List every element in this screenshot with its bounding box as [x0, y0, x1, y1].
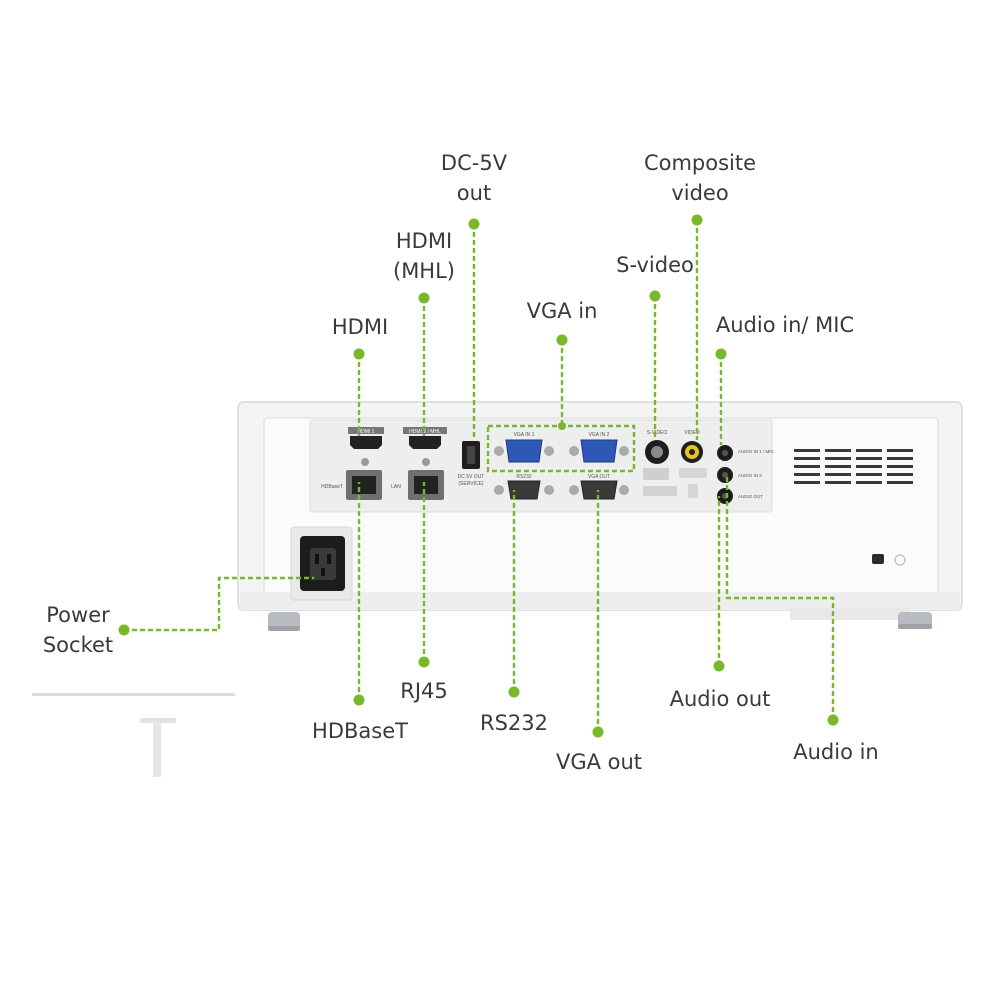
- stand-fragment: [32, 693, 235, 777]
- rs232-port: RS232: [494, 474, 554, 500]
- label-s-video: S-video: [616, 253, 694, 277]
- leader-dots: [118, 214, 839, 738]
- vent-slot: [856, 473, 882, 476]
- svg-text:VIDEO: VIDEO: [684, 430, 700, 436]
- vent-slot: [794, 473, 820, 476]
- vent-slot: [825, 481, 851, 484]
- hdmi-1-port: HDMI 1: [348, 427, 384, 449]
- vent-slot: [825, 457, 851, 460]
- vent-slot: [794, 465, 820, 468]
- vent-slot: [794, 481, 820, 484]
- label-vga-out: VGA out: [555, 750, 643, 774]
- lan-port: LAN: [391, 458, 444, 500]
- label-rj45: RJ45: [400, 679, 448, 703]
- label-audio-out: Audio out: [669, 687, 771, 711]
- svg-text:RS232: RS232: [516, 474, 532, 480]
- label-vga-in: VGA in: [526, 299, 598, 323]
- vent-slot: [825, 449, 851, 452]
- vent-slot: [825, 465, 851, 468]
- vent-slot: [887, 481, 913, 484]
- vent-slot: [856, 449, 882, 452]
- svg-text:VGA IN 2: VGA IN 2: [589, 432, 610, 438]
- composite-video-port: VIDEO: [681, 430, 703, 463]
- svg-text:HDMI 1: HDMI 1: [358, 429, 375, 435]
- label-audio-in: Audio in: [793, 740, 879, 764]
- vent-slot: [794, 449, 820, 452]
- vent-slot: [887, 457, 913, 460]
- label-hdmi: HDMI: [331, 315, 389, 339]
- svg-text:AUDIO IN 2: AUDIO IN 2: [738, 473, 762, 478]
- label-rs232: RS232: [479, 711, 548, 735]
- label-hdbaset: HDBaseT: [312, 719, 408, 743]
- vga-in-2-port: VGA IN 2: [569, 432, 629, 463]
- svg-text:AUDIO IN 1 / MIC: AUDIO IN 1 / MIC: [738, 449, 775, 454]
- label-hdmi-mhl: HDMI(MHL): [393, 229, 455, 283]
- svg-text:VGA OUT: VGA OUT: [588, 474, 610, 480]
- svg-text:AUDIO OUT: AUDIO OUT: [738, 494, 763, 499]
- dlp-hdmi-mhl-logos: [643, 468, 707, 498]
- svg-text:LAN: LAN: [391, 484, 401, 490]
- vent-slot: [887, 465, 913, 468]
- vent-slot: [825, 473, 851, 476]
- leader-power: [124, 576, 314, 632]
- vga-in-1-port: VGA IN 1: [494, 432, 554, 463]
- leader-audio-in: [725, 475, 835, 720]
- vent-slot: [887, 449, 913, 452]
- vent-slot: [887, 473, 913, 476]
- power-socket: [290, 526, 353, 601]
- dc-5v-out-port: DC 5V OUT (SERVICE): [458, 441, 485, 487]
- leader-lines: [124, 220, 835, 732]
- audio-in-2-jack: AUDIO IN 2: [717, 467, 762, 483]
- vent-slot: [856, 481, 882, 484]
- svg-text:(SERVICE): (SERVICE): [458, 481, 484, 487]
- svg-text:HDBaseT: HDBaseT: [321, 484, 343, 490]
- svg-text:S-VIDEO: S-VIDEO: [647, 430, 668, 436]
- s-video-port: S-VIDEO: [645, 430, 669, 464]
- svg-text:DC 5V OUT: DC 5V OUT: [458, 474, 485, 480]
- vent-slot: [794, 457, 820, 460]
- vent-slot: [856, 457, 882, 460]
- vent-slot: [856, 465, 882, 468]
- svg-text:HDMI 2 / MHL: HDMI 2 / MHL: [409, 429, 441, 435]
- svg-text:VGA IN 1: VGA IN 1: [514, 432, 535, 438]
- label-audio-in-mic: Audio in/ MIC: [715, 313, 855, 337]
- audio-in-1-mic-jack: AUDIO IN 1 / MIC: [717, 445, 775, 461]
- cooling-vents: [794, 449, 913, 484]
